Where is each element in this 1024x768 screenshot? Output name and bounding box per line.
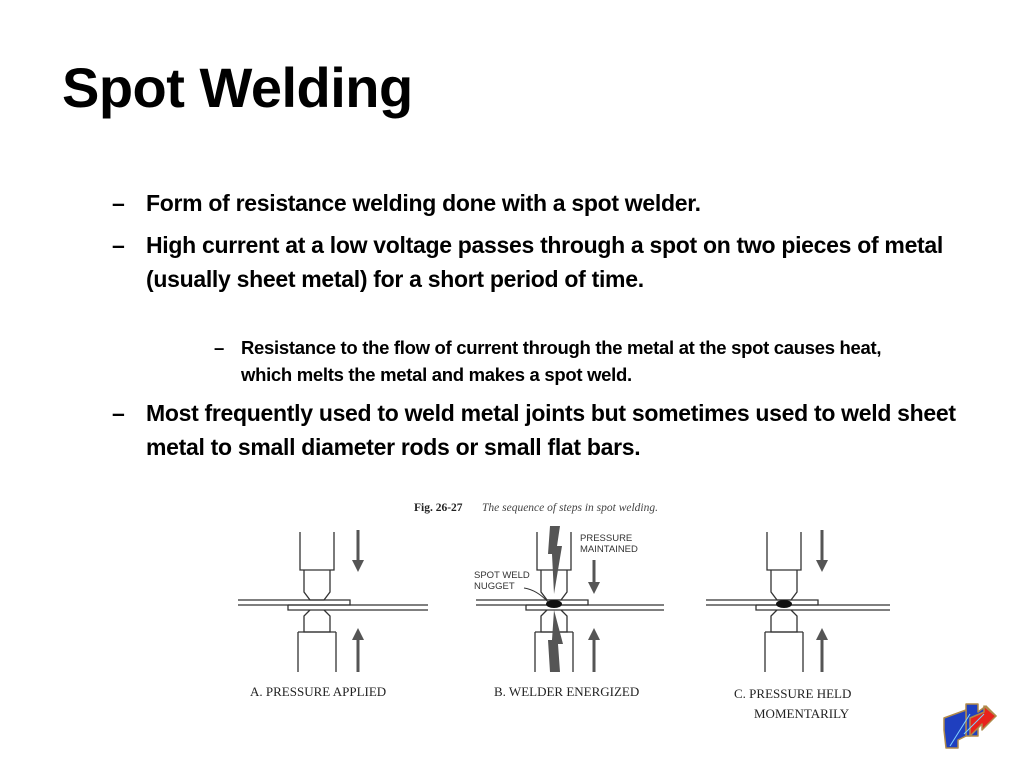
bullet-marker: – [214,337,224,358]
weld-nugget [546,600,562,608]
pressure-callout: MAINTAINED [580,544,638,555]
bullet-marker: – [112,400,125,426]
pressure-callout: PRESSURE [580,533,632,544]
nugget-callout: NUGGET [474,581,515,592]
bullet-item: – Form of resistance welding done with a… [112,186,962,220]
figure-number: Fig. 26-27 [414,502,463,514]
slide-title: Spot Welding [62,56,413,119]
bullet-marker: – [112,190,125,216]
panel-c-diagram [706,532,890,672]
bullet-text: Most frequently used to weld metal joint… [146,400,956,460]
step-label-b: B. WELDER ENERGIZED [494,684,639,699]
sub-bullet-item: – Resistance to the flow of current thro… [214,334,934,388]
step-label-c: C. PRESSURE HELD [734,686,851,701]
figure-caption: The sequence of steps in spot welding. [482,502,658,514]
step-label-a: A. PRESSURE APPLIED [250,684,386,699]
bullet-marker: – [112,232,125,258]
bullet-text: Resistance to the flow of current throug… [241,337,882,385]
bullet-item: – High current at a low voltage passes t… [112,228,962,296]
current-bolt-icon [548,526,563,672]
bullet-item: – Most frequently used to weld metal joi… [112,396,962,464]
spot-welding-figure: Fig. 26-27 The sequence of steps in spot… [232,494,892,726]
figure-drawing: Fig. 26-27 The sequence of steps in spot… [238,502,890,721]
step-label-c-line2: MOMENTARILY [754,706,850,721]
weld-nugget [776,600,792,608]
nugget-callout: SPOT WELD [474,570,530,581]
arrow-logo-icon [940,696,1000,752]
panel-a-diagram [238,532,428,672]
bullet-text: Form of resistance welding done with a s… [146,190,701,216]
bullet-text: High current at a low voltage passes thr… [146,232,943,292]
